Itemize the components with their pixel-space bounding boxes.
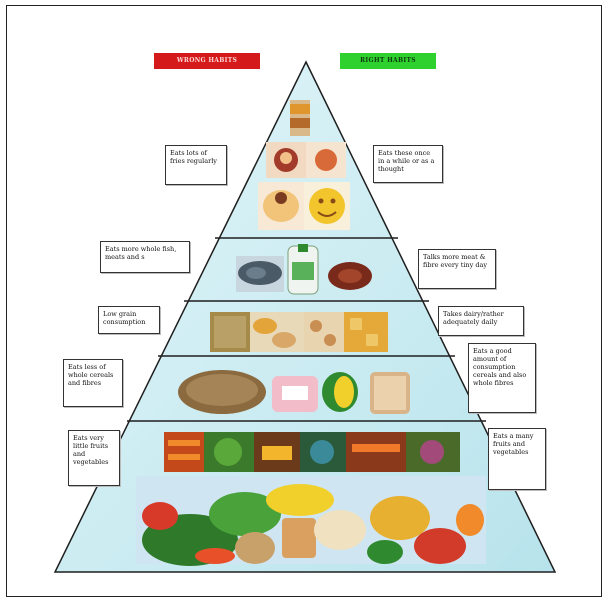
left-note-1: Eats lots of fries regularly <box>165 145 227 185</box>
protein-tier <box>236 244 372 295</box>
right-note-1: Eats these once in a while or as a thoug… <box>373 145 443 183</box>
right-note-2: Talks more meat & fibre every tiny day <box>418 249 496 289</box>
left-note-2: Eats more whole fish, meats and s <box>100 241 190 273</box>
right-habits-label: RIGHT HABITS <box>340 53 436 69</box>
left-note-4: Eats less of whole cereals and fibres <box>63 359 123 407</box>
right-note-3: Takes dairy/rather adequately daily <box>438 306 524 336</box>
base-produce-photo <box>136 476 486 566</box>
left-note-3: Low grain consumption <box>98 306 160 334</box>
sweets-tier <box>258 100 350 230</box>
right-note-4: Eats a good amount of consumption cereal… <box>468 343 536 413</box>
grain-tier <box>210 312 388 352</box>
cereal-tier <box>178 370 410 414</box>
right-note-5: Eats a many fruits and vegetables <box>488 428 546 490</box>
left-note-5: Eats very little fruits and vegetables <box>68 430 120 486</box>
wrong-habits-label: WRONG HABITS <box>154 53 260 69</box>
fruit-veg-strip <box>164 432 460 472</box>
